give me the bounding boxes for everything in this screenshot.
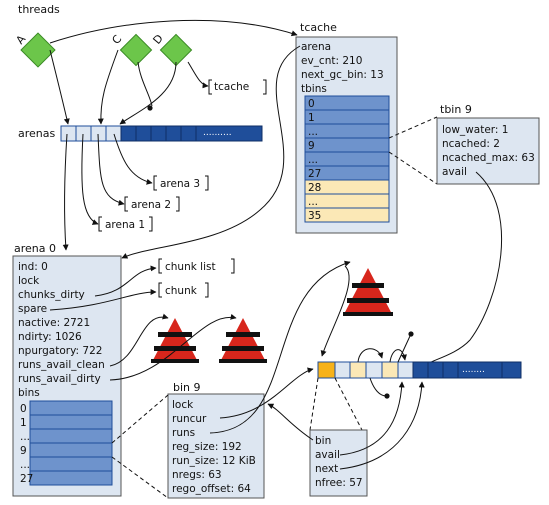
run-field-nfree: nfree: 57: [315, 477, 363, 489]
tbin-index-gap-2: ...: [308, 154, 318, 166]
arenas-dots: ..........: [203, 128, 232, 138]
tbin-index-9: 9: [308, 140, 315, 152]
runs-avail-clean-tree: [151, 318, 199, 363]
arena0-field-bins: bins: [18, 387, 40, 399]
bin9-field-reg-size: reg_size: 192: [172, 441, 242, 453]
tbin-index-28: 28: [308, 182, 321, 194]
arena0-field-spare: spare: [18, 303, 47, 315]
arena0-field-ndirty: ndirty: 1026: [18, 331, 82, 343]
bin-index-27: 27: [20, 473, 33, 485]
arena0-field-nactive: nactive: 2721: [18, 317, 90, 329]
bin-index-9: 9: [20, 445, 27, 457]
thread-a: A: [13, 32, 56, 68]
chunk-label: chunk: [165, 285, 198, 297]
tbin9-field-ncached: ncached: 2: [442, 138, 500, 150]
arena-1-ref: arena 1: [98, 216, 153, 232]
tbin-index-1: 1: [308, 112, 315, 124]
arena0-title: arena 0: [14, 242, 56, 255]
arena-3-label: arena 3: [160, 178, 200, 190]
tbin-index-0: 0: [308, 98, 315, 110]
run-array: ........: [317, 361, 522, 379]
bin9-field-rego-offset: rego_offset: 64: [172, 483, 251, 495]
run-field-avail: avail: [315, 449, 340, 461]
tbin-index-27: 27: [308, 168, 321, 180]
arenas-array: ..........: [60, 125, 263, 142]
arena0-field-lock: lock: [18, 275, 40, 287]
chunk-list-label: chunk list: [165, 261, 216, 273]
bin9-title: bin 9: [173, 381, 201, 394]
arena0-box: ind: 0 lock chunks_dirty spare nactive: …: [12, 255, 122, 497]
bin9-field-lock: lock: [172, 399, 194, 411]
arena-1-label: arena 1: [105, 219, 145, 231]
arena0-field-chunks-dirty: chunks_dirty: [18, 289, 85, 301]
arena-2-ref: arena 2: [124, 196, 180, 212]
chunk-ref: chunk: [158, 282, 209, 298]
tcache-field-ev-cnt: ev_cnt: 210: [301, 55, 362, 67]
bin-index-gap-2: ...: [20, 459, 30, 471]
run-field-bin: bin: [315, 435, 331, 447]
tcache-field-arena: arena: [301, 41, 331, 53]
arena-2-label: arena 2: [131, 199, 171, 211]
arena-3-ref: arena 3: [153, 175, 209, 191]
thread-c: C: [109, 32, 153, 67]
run-dots: ........: [462, 365, 485, 375]
arena0-field-runs-avail-dirty: runs_avail_dirty: [18, 373, 101, 385]
tbin9-field-ncached-max: ncached_max: 63: [442, 152, 535, 164]
tbin9-box: low_water: 1 ncached: 2 ncached_max: 63 …: [436, 117, 540, 185]
tcache-field-tbins: tbins: [301, 83, 327, 95]
bin9-field-runs: runs: [172, 427, 195, 439]
tcache-ref-label: tcache: [214, 81, 249, 93]
tbin-index-gap-3: ...: [308, 196, 318, 208]
tcache-box: arena ev_cnt: 210 next_gc_bin: 13 tbins …: [295, 36, 398, 234]
runs-avail-dirty-tree: [219, 318, 267, 363]
tbin9-field-low-water: low_water: 1: [442, 124, 508, 136]
tbin9-title: tbin 9: [440, 103, 472, 116]
threads-title: threads: [18, 3, 60, 16]
tcache-field-next-gc-bin: next_gc_bin: 13: [301, 69, 384, 81]
bin-index-1: 1: [20, 417, 27, 429]
arena0-field-runs-avail-clean: runs_avail_clean: [18, 359, 105, 371]
arenas-label: arenas: [18, 127, 56, 140]
tcache-title: tcache: [300, 21, 337, 34]
thread-c-label: C: [109, 32, 124, 46]
chunk-list-ref: chunk list: [158, 258, 235, 274]
bin9-box: lock runcur runs reg_size: 192 run_size:…: [167, 393, 265, 499]
bin-index-0: 0: [20, 403, 27, 415]
bin9-field-runcur: runcur: [172, 413, 207, 425]
bin9-field-run-size: run_size: 12 KiB: [172, 455, 256, 467]
run-info-box: bin avail next nfree: 57: [309, 429, 368, 497]
tcache-ref: tcache: [208, 79, 267, 95]
bin-index-gap-1: ...: [20, 431, 30, 443]
bin9-field-nregs: nregs: 63: [172, 469, 222, 481]
run-field-next: next: [315, 463, 338, 475]
arena0-field-ind: ind: 0: [18, 261, 48, 273]
thread-d: D: [150, 32, 193, 67]
runs-tree: [343, 268, 393, 316]
tbin-index-35: 35: [308, 210, 321, 222]
arena0-field-npurgatory: npurgatory: 722: [18, 345, 102, 357]
tbin-index-gap-1: ...: [308, 126, 318, 138]
thread-d-label: D: [150, 32, 165, 47]
tbin9-field-avail: avail: [442, 166, 467, 178]
